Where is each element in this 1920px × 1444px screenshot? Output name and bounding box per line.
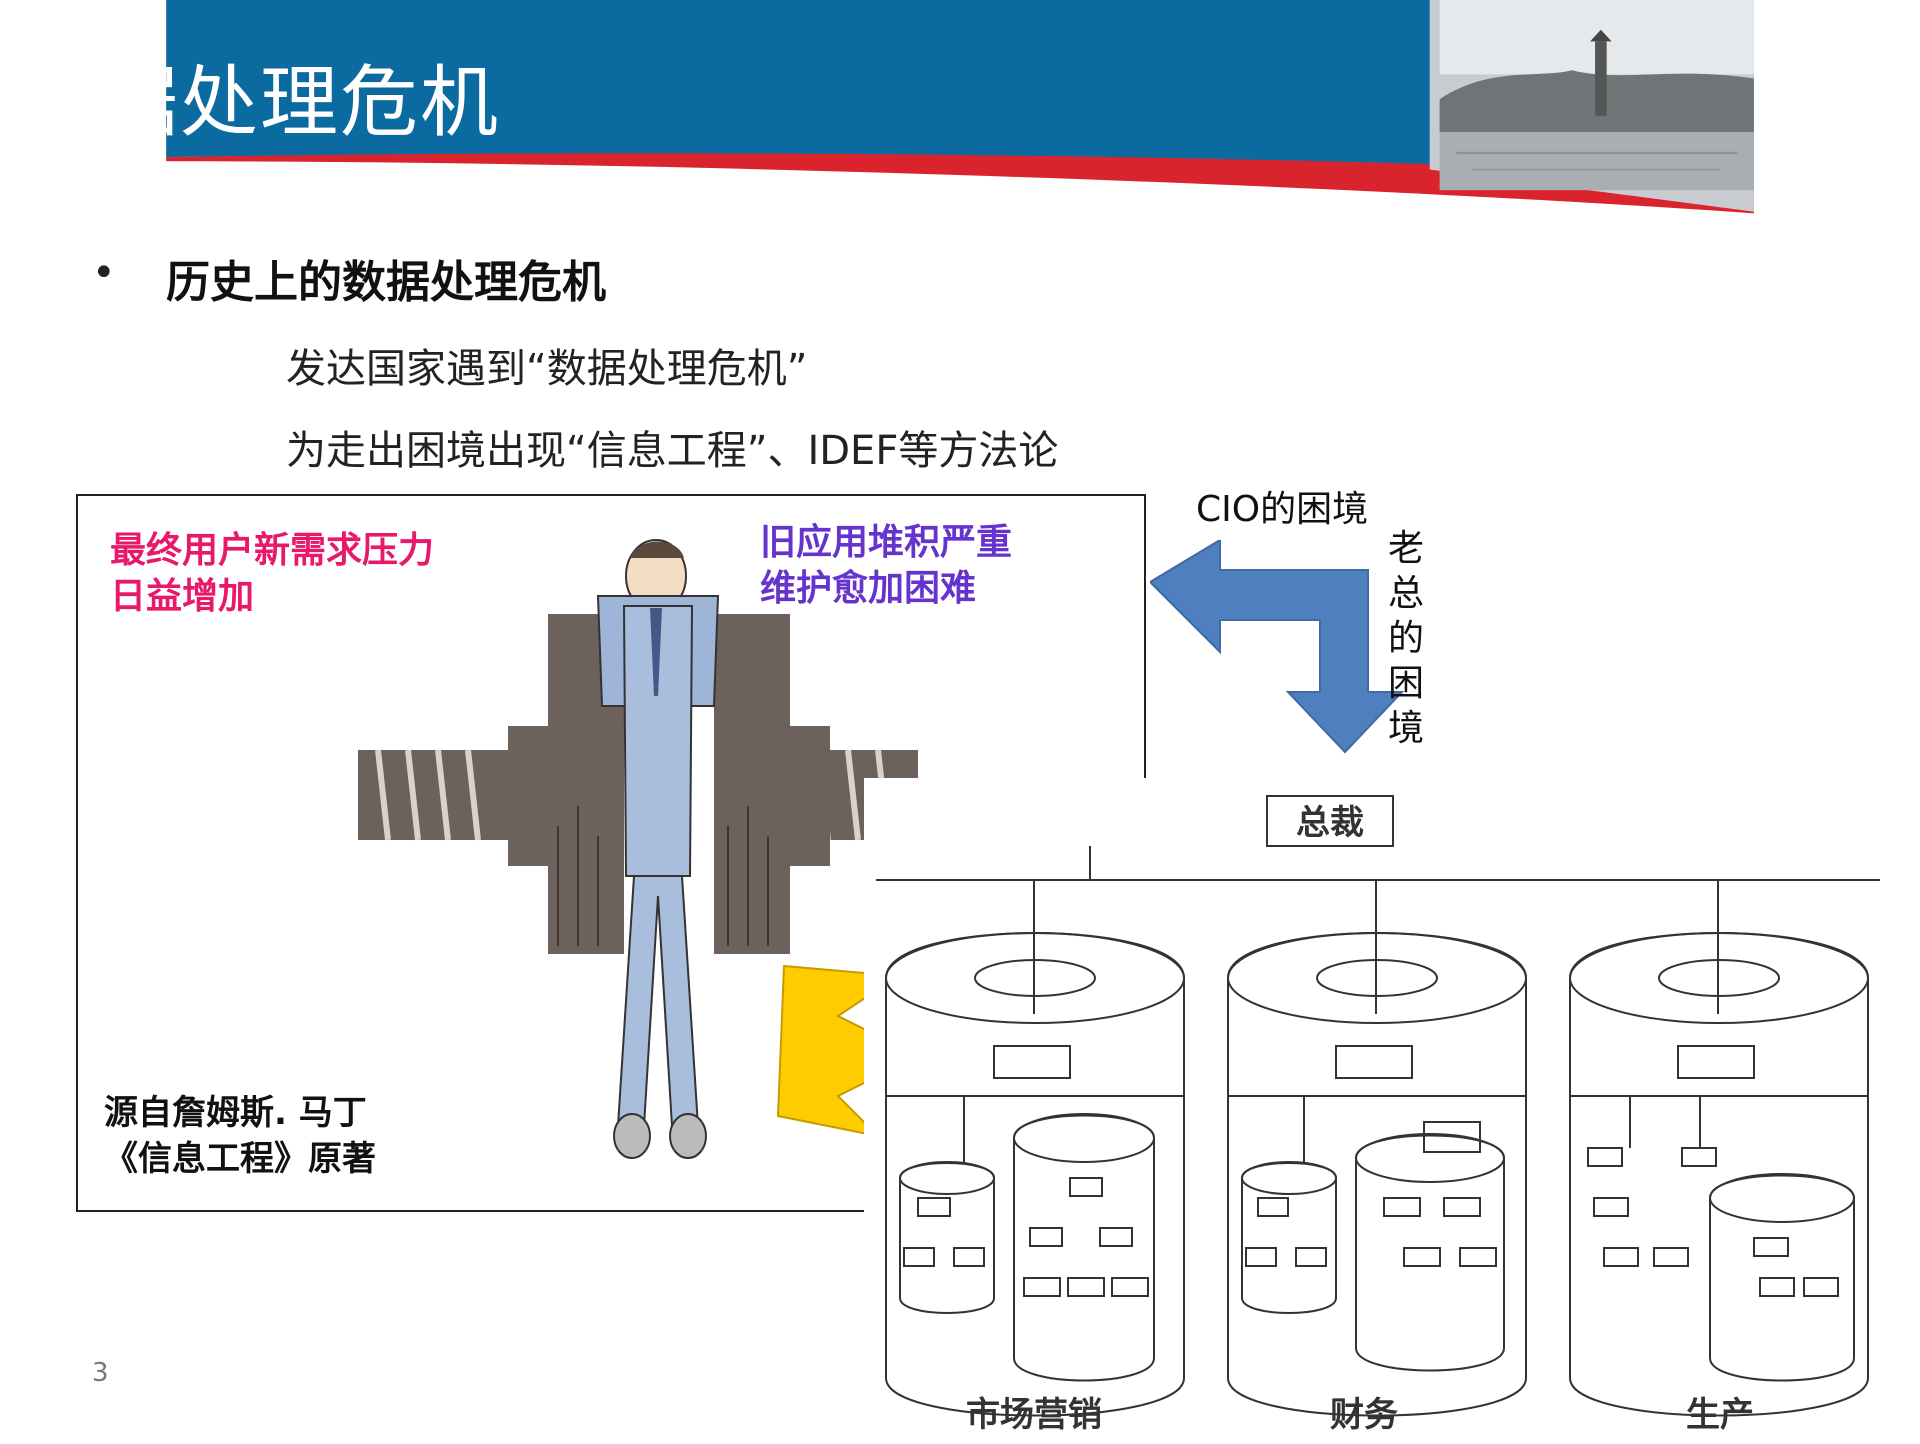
cio-boss-arrow xyxy=(1150,540,1405,754)
cio-dilemma-label: CIO的困境 xyxy=(1196,489,1369,530)
org-chart-drawing xyxy=(876,846,1880,1417)
bullet-heading: 历史上的数据处理危机 xyxy=(166,257,606,308)
user-pressure-line-2: 日益增加 xyxy=(110,576,255,617)
campus-photo xyxy=(1429,0,1754,212)
source-line-1: 源自詹姆斯. 马丁 xyxy=(104,1093,367,1133)
ceo-box: 总裁 xyxy=(1266,795,1394,847)
header-banner xyxy=(166,0,1754,214)
user-pressure-line-1: 最终用户新需求压力 xyxy=(110,530,435,571)
dept-label-finance: 财务 xyxy=(1330,1395,1398,1435)
source-citation: 源自詹姆斯. 马丁 《信息工程》原著 xyxy=(104,1090,376,1182)
bullet-marker: • xyxy=(92,250,116,296)
page-number: 3 xyxy=(92,1358,109,1388)
dept-label-marketing: 市场营销 xyxy=(966,1395,1102,1435)
legacy-apps-note: 旧应用堆积严重 维护愈加困难 xyxy=(760,520,1012,612)
dept-label-production: 生产 xyxy=(1686,1395,1754,1435)
sub-point-2: 为走出困境出现“信息工程”、IDEF等方法论 xyxy=(286,428,1059,474)
boss-dilemma-label: 老总的困境 xyxy=(1387,528,1424,749)
org-chart-panel: 总裁 市场营销 财务 生产 xyxy=(864,778,1920,1440)
user-pressure-note: 最终用户新需求压力 日益增加 xyxy=(110,528,434,620)
source-line-2: 《信息工程》原著 xyxy=(104,1139,376,1179)
legacy-apps-line-1: 旧应用堆积严重 xyxy=(760,522,1013,563)
legacy-apps-line-2: 维护愈加困难 xyxy=(760,568,977,609)
sub-point-1: 发达国家遇到“数据处理危机” xyxy=(286,346,808,392)
slide-title: 数据处理危机 xyxy=(20,58,501,148)
